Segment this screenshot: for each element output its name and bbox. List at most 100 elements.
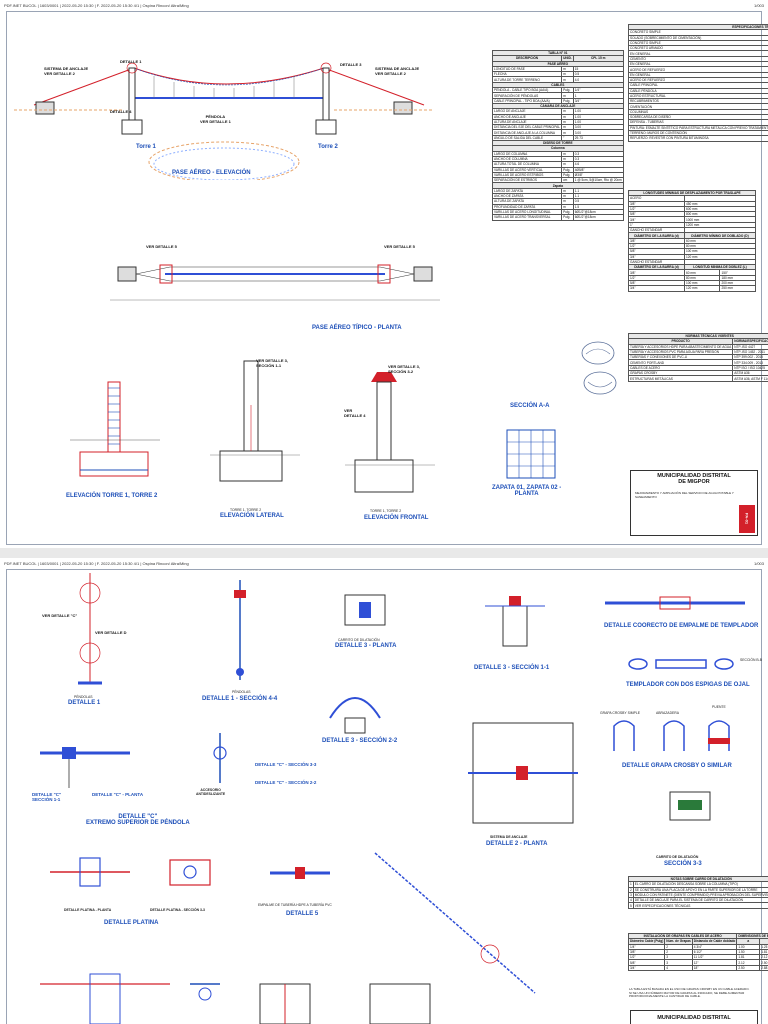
title-detalle-1: DETALLE 1: [68, 700, 101, 706]
table-row: REFUERZO: REVESTIR CON PINTURA BITUMINOS…: [627, 135, 768, 142]
column-header: DIÁMETRO DE LA BARRA (d): [628, 264, 685, 271]
seal-logo-1: [581, 341, 615, 365]
table-cell: 2.50: [759, 959, 768, 966]
label-ver-detalle-5-right: VER DETALLE 5: [384, 244, 415, 249]
seal-logo-2: [583, 371, 617, 395]
table-cell: NTP 334.009 - 2013: [732, 359, 768, 366]
column-header: Núm. de Grapas: [664, 938, 693, 945]
sheet-frame-2: [6, 569, 762, 1024]
label-sistema-anclaje: SISTEMA DE ANCLAJE: [490, 835, 528, 839]
label-ver-detalle-4: VER DETALLE 4: [344, 408, 366, 418]
label-empalme: EMPALME DE TUBERÍA HDPE A TUBERÍA PVC: [258, 903, 332, 907]
table-title: LONGITUDES MÍNIMAS DE DESPLAZAMIENTO POR…: [628, 189, 756, 197]
title-detalle-3-s22: DETALLE 3 - SECCIÓN 2-2: [322, 738, 398, 744]
lateral-elevation-drawing: [210, 360, 300, 482]
label-seccion-aa: SECCIÓN A-A: [510, 403, 550, 409]
title-block-project: MEJORAMIENTO Y AMPLIACIÓN DEL SERVICIO D…: [635, 491, 734, 499]
doc-id: PDF.INET BUCOL | 1603/0001 | 2022-05-20 …: [4, 2, 189, 8]
table-cell: 250 mm: [719, 285, 756, 292]
title-platina-planta: DETALLE PLATINA - PLANTA: [64, 908, 112, 912]
table-cell: NTP 399.002 - 2015: [732, 354, 768, 361]
detail-5-drawing: [270, 867, 330, 879]
table-cell: ASTM A36, ASTM F 1145: [732, 375, 768, 382]
title-detalle-c: DETALLE "C" EXTREMO SUPERIOR DE PÉNDOLA: [86, 814, 190, 826]
table-cell: 2.50: [736, 964, 761, 972]
table-cell: NTP-ISO 1452 - 2011: [732, 348, 768, 356]
title-detalle-c-s22: DETALLE "C" - SECCIÓN 2-2: [255, 780, 317, 785]
sheet-header: PDF.INET BUCOL | 1603/0001 | 2022-05-20 …: [4, 1, 764, 9]
title-detalle-3-planta: DETALLE 3 - PLANTA: [335, 643, 397, 649]
label-grapa: GRAPA CROSBY SIMPLE: [600, 711, 641, 715]
table-cell: 3/4": [627, 964, 666, 972]
table-cell: 120 mm: [683, 285, 721, 292]
title-templador: TEMPLADOR CON DOS ESPIGAS DE OJAL: [626, 682, 750, 688]
drawing-sheet-1: PDF.INET BUCOL | 1603/0001 | 2022-05-20 …: [0, 0, 768, 548]
table-cell: 1.81: [759, 948, 768, 956]
turnbuckle-splice: [605, 596, 745, 610]
table-cell: VARILLAS DE ACERO TRANSVERSAL: [491, 214, 563, 221]
title-block-2: MUNICIPALIDAD DISTRITAL: [630, 1010, 758, 1024]
label-ver-detalle-c: VER DETALLE "C": [42, 613, 78, 618]
table-grapas: INSTALACIÓN DE GRAPAS EN CABLES DE ACERO…: [627, 932, 768, 972]
label-accesorio: ACCESORIO ANTIDESLIZANTE: [196, 788, 226, 796]
label-seccion-bb: SECCIÓN B-B: [740, 658, 763, 662]
table-cell: ESTRUCTURAS METÁLICAS: [627, 375, 734, 382]
label-detail-4: DETALLE 4: [110, 109, 132, 114]
anti-slip-accessory: [213, 733, 227, 783]
title-detalle-c-s11: DETALLE "C" SECCIÓN 1-1: [32, 792, 62, 802]
column-header: Distancia de Cable doblado: [691, 938, 738, 945]
sheet-header-2: PDF.INET BUCOL | 1603/0001 | 2022-05-20 …: [4, 559, 764, 567]
label-detail-3: DETALLE 3: [340, 62, 362, 67]
label-pendolas-a: PÉNDOLAS: [74, 695, 93, 699]
platina-plan: [50, 857, 130, 887]
footing-plan-drawing: [506, 429, 556, 479]
sheet-frame: [6, 11, 762, 545]
label-ver-detalle-3-s11: VER DETALLE 3, SECCIÓN 1-1: [256, 358, 288, 368]
table-row: TUBERÍA Y ACCESORIOS HDPE PARA ABASTECIM…: [627, 343, 768, 350]
page-ref: 1/003: [753, 2, 764, 8]
title-block-2-name: MUNICIPALIDAD DISTRITAL: [657, 1015, 731, 1021]
table-cell: 1.25: [759, 943, 768, 950]
title-detalle-c-planta: DETALLE "C" - PLANTA: [92, 792, 144, 797]
title-detalle-1-s44: DETALLE 1 - SECCIÓN 4-4: [202, 696, 278, 702]
table-specifications: ESPECIFICACIONES TÉCNICASCONCRETO SIMPLE…: [627, 23, 768, 142]
label-torre-1: Torre 1: [136, 144, 156, 150]
sheet-number-text: PA-01: [744, 513, 750, 525]
column-header: DIÁMETRO DE LA BARRA (d): [628, 232, 685, 239]
bottom-partial-drawings: [40, 973, 431, 1024]
frontal-elevation-drawing: [345, 372, 435, 493]
detail-1-section-44: [234, 580, 246, 680]
table-cell: NTP ISO / ISO 10425: [732, 364, 768, 372]
title-zapata: ZAPATA 01, ZAPATA 02 - PLANTA: [492, 485, 562, 497]
page-ref-2: 1/003: [753, 560, 764, 566]
column-header: DIMENSIONES DE ELEMENTOS (Pulgadas): [736, 932, 768, 940]
drawing-sheet-2: PDF.INET BUCOL | 1603/0001 | 2022-05-20 …: [0, 558, 768, 1024]
table-cell: 4: [664, 964, 693, 972]
table-cell: 6Ø1/2"@18cm: [572, 214, 624, 221]
table-cell: TUBERÍA Y ACCESORIOS HDPE PARA ABASTECIM…: [627, 343, 734, 350]
detail-c-drawing: [40, 747, 130, 788]
table-title: INSTALACIÓN DE GRAPAS EN CABLES DE ACERO: [627, 932, 738, 940]
title-elev-frontal: ELEVACIÓN FRONTAL: [364, 515, 429, 521]
label-ver-detalle-3-s32: VER DETALLE 3, SECCIÓN 3-2: [388, 364, 420, 374]
label-pendolas-b: PÉNDOLAS: [232, 690, 251, 694]
table-cell: MÓDULO CON PATINETE (DIENTE COMPRIMIDO) …: [632, 891, 768, 899]
label-anchor-right: SISTEMA DE ANCLAJE VER DETALLE 2: [375, 66, 420, 76]
table-cell: Pulg.: [561, 214, 574, 221]
label-torre12-a: TORRE 1, TORRE 2: [230, 508, 262, 512]
grapas-note: LA TABLA ESTÁ BASADA EN EL USO DE GRAPAS…: [629, 987, 750, 999]
label-puente: PUENTE: [712, 705, 726, 709]
title-grapa-crosby: DETALLE GRAPA CROSBY O SIMILAR: [622, 763, 732, 769]
label-carrito-a: CARRITO DE DILATACIÓN: [338, 638, 380, 642]
title-detalle-5: DETALLE 5: [286, 911, 319, 917]
title-elev-torre: ELEVACIÓN TORRE 1, TORRE 2: [66, 493, 158, 499]
label-detail-1: DETALLE 1: [120, 59, 142, 64]
table-title-row: LONGITUDES MÍNIMAS DE DESPLAZAMIENTO POR…: [628, 189, 756, 197]
title-empalme-templador: DETALLE COORECTO DE EMPALME DE TEMPLADOR: [604, 623, 759, 629]
table-cell: DISTANCIA DE ANCLAJE A LA COLUMNA: [491, 129, 563, 136]
carrito-section-33: [669, 791, 711, 821]
table-cell: TUBERÍA Y ACCESORIOS PVC PARA AGUA PARA …: [627, 348, 734, 356]
